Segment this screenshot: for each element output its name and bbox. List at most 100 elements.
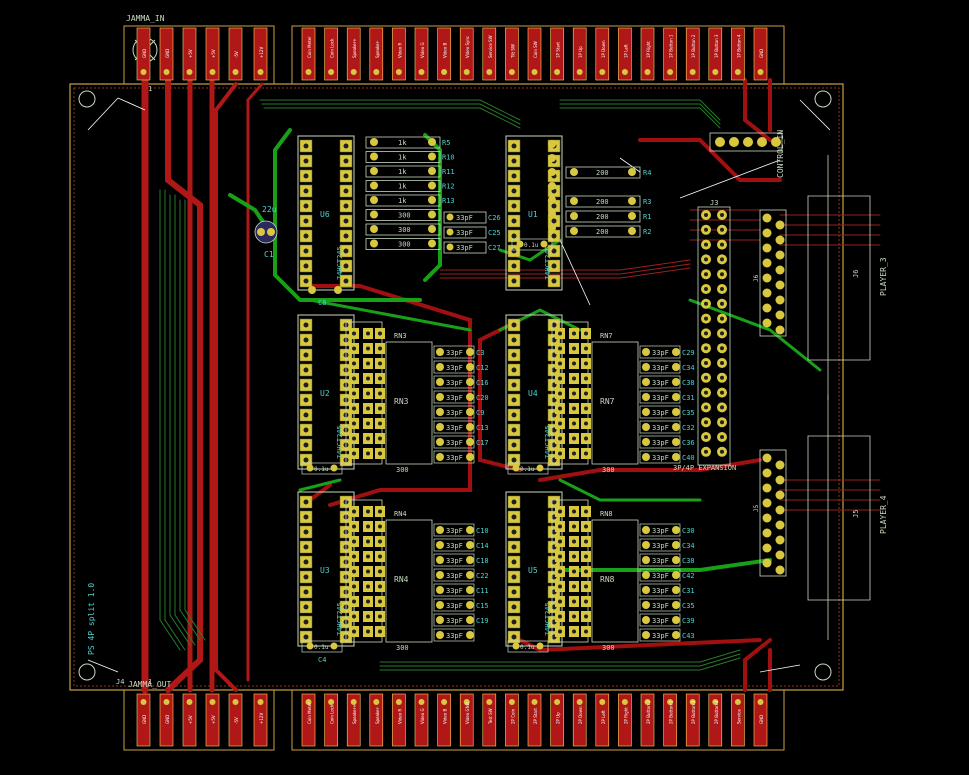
header-pin [757, 137, 767, 147]
rn-ref-top: RN3 [394, 332, 407, 340]
jamma-pad-label: -5V [234, 51, 239, 58]
cap-ref: C34 [682, 542, 695, 550]
jamma-pad [572, 693, 587, 747]
rn-pin-hole [352, 614, 356, 619]
control-in-label: CONTROL_IN [776, 130, 785, 178]
ic-pin-hole [303, 143, 309, 149]
cap-value: 33pF [446, 349, 463, 357]
version-text: PS 4P split 1.0 [87, 583, 96, 655]
jamma-via [441, 69, 448, 75]
jamma-pad-label: GND [759, 49, 764, 58]
jamma-pad-label: 1P Button 2 [691, 34, 696, 58]
cap-pad [672, 571, 680, 579]
cap-pad [466, 541, 474, 549]
cap-value: 0.1u [520, 466, 535, 473]
ic-pin-hole [511, 619, 517, 625]
resistor-value: 200 [596, 169, 609, 177]
jamma-via [163, 699, 170, 705]
ic-value: 74HCT245 [336, 246, 344, 280]
header-pin-hole [720, 287, 724, 291]
rn-pin-hole [558, 346, 562, 351]
cap-pad [672, 393, 680, 401]
header-pin-hole [720, 346, 724, 351]
ic-pin-hole [511, 544, 517, 550]
jamma-via [441, 699, 448, 705]
jamma-pad-label: Tilt SW [510, 44, 515, 59]
header-pin-hole [704, 242, 708, 247]
jamma-pad [414, 27, 429, 81]
cap-ref: C36 [682, 439, 695, 447]
jamma-pad-label: Speaker- [375, 706, 380, 724]
jamma-pad [505, 693, 519, 747]
cap-pad [642, 408, 650, 416]
jamma-pad-label: Video G [420, 708, 425, 724]
cap-ref: C14 [476, 542, 489, 550]
jamma-pad-label: Video B [443, 43, 448, 58]
db-pin [762, 498, 772, 508]
ic-pin-hole [511, 233, 517, 239]
jamma-via [644, 69, 651, 75]
cap-pad [466, 586, 474, 594]
rn-ref: RN8 [600, 575, 615, 584]
jamma-pad-label: +12V [259, 713, 264, 724]
cap-pad [466, 556, 474, 564]
jamma-pad [324, 27, 338, 81]
jamma-pad [346, 27, 361, 81]
cap-pad [466, 423, 474, 431]
header-pin-hole [720, 331, 724, 336]
cap-ref: C12 [476, 364, 489, 372]
jamma-pad-label: GND [165, 715, 170, 724]
cap-ref: C35 [682, 409, 695, 417]
cap-pad [466, 631, 474, 639]
db-pin [762, 288, 772, 298]
cap-ref: C38 [682, 379, 695, 387]
jamma-pad [301, 27, 316, 81]
cap-pad [642, 616, 650, 624]
rn-pin-hole [584, 614, 588, 619]
cap-pad [642, 586, 650, 594]
jamma-pad [437, 27, 451, 81]
cap-ref: C3 [476, 349, 484, 357]
cap-value: 33pF [446, 542, 463, 550]
jamma-pad-label: Video R [397, 43, 402, 58]
jamma-pad-label: +5V [211, 715, 216, 724]
cap-body [443, 211, 487, 224]
cap-value: 33pF [652, 409, 669, 417]
cap-body [301, 462, 343, 475]
rn-ref: RN3 [394, 397, 409, 406]
resistor-ref: R5 [442, 139, 450, 147]
header-pin-hole [720, 390, 724, 395]
rn-pin-hole [378, 376, 382, 381]
jamma-via [734, 69, 741, 75]
rn-pin-hole [572, 614, 576, 619]
cap-pad [466, 348, 474, 356]
rn-pin-hole [558, 406, 562, 411]
rn-pin-hole [378, 539, 382, 544]
cap-value: 0.1u [314, 466, 329, 473]
header-pin-hole [720, 257, 724, 262]
rn-pin-hole [378, 554, 382, 559]
cap-body [443, 226, 487, 239]
resistor-body [365, 151, 441, 163]
jamma-via [486, 699, 493, 705]
cap-pad [642, 601, 650, 609]
header-pin-hole [704, 227, 708, 232]
jamma-pad [482, 693, 497, 747]
rn-value: 300 [396, 466, 409, 474]
cap-pad [642, 526, 650, 534]
jamma-pad [459, 27, 474, 81]
cap-value: 33pF [456, 244, 473, 252]
ic-pin-hole [511, 397, 517, 403]
db-pin [775, 265, 785, 275]
jamma-via [757, 699, 764, 705]
rn-pin-hole [558, 451, 562, 456]
rn-pin-hole [558, 614, 562, 619]
jamma-via [140, 69, 147, 75]
jamma-pad-label: 2P Up [556, 712, 561, 724]
jamma-pad-label: +12V [259, 47, 264, 58]
cap-pad [642, 556, 650, 564]
ic-pin-hole [511, 589, 517, 595]
ic-pin-hole [303, 634, 309, 640]
cap-pad [466, 601, 474, 609]
jamma-pad [159, 27, 174, 81]
